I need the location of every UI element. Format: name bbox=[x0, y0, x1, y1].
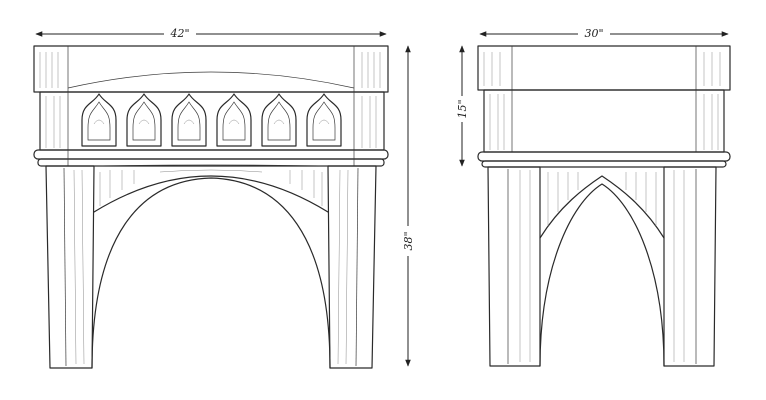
gothic-window-tracery bbox=[93, 119, 105, 125]
gothic-window-tracery bbox=[138, 119, 150, 125]
front-cap-arch bbox=[67, 71, 355, 89]
side-depth-label: 30" bbox=[584, 27, 603, 40]
side-top-cap bbox=[477, 45, 731, 91]
gothic-window-tracery bbox=[318, 119, 330, 125]
front-width-dimension: 42" bbox=[35, 26, 387, 40]
side-crown-molding bbox=[477, 151, 731, 168]
side-spandrel-shading bbox=[547, 172, 657, 226]
side-depth-dimension: 30" bbox=[479, 26, 729, 40]
gothic-window-row bbox=[81, 93, 342, 147]
gothic-window bbox=[261, 93, 297, 147]
gothic-window-tracery bbox=[273, 119, 285, 125]
front-width-label: 42" bbox=[169, 27, 189, 40]
front-view: 42" 38" bbox=[33, 26, 418, 369]
gothic-window-inner bbox=[132, 101, 156, 141]
side-left-leg bbox=[487, 166, 541, 367]
side-hood-body bbox=[483, 89, 725, 153]
side-arch-outer bbox=[539, 175, 665, 239]
gothic-window-inner bbox=[267, 101, 291, 141]
gothic-window bbox=[171, 93, 207, 147]
front-height-dimension: 38" bbox=[398, 45, 418, 367]
side-view: 30" 15" bbox=[452, 26, 731, 367]
front-height-label: 38" bbox=[402, 231, 415, 250]
gothic-window-inner bbox=[312, 101, 336, 141]
gothic-window bbox=[306, 93, 342, 147]
gothic-window bbox=[126, 93, 162, 147]
front-arch-inner bbox=[91, 177, 331, 369]
front-right-leg bbox=[327, 165, 377, 369]
front-left-leg bbox=[45, 165, 95, 369]
front-arch-outer bbox=[93, 175, 329, 213]
gothic-window-inner bbox=[177, 101, 201, 141]
front-top-cap bbox=[33, 45, 389, 93]
front-cap-shading bbox=[39, 52, 381, 88]
side-right-leg bbox=[663, 166, 717, 367]
front-crown-molding bbox=[33, 149, 389, 167]
side-hood-height-label: 15" bbox=[456, 99, 469, 118]
side-arch-inner bbox=[539, 183, 665, 367]
gothic-window-tracery bbox=[228, 119, 240, 125]
front-hood-body bbox=[39, 91, 385, 151]
front-spandrel-shading bbox=[99, 169, 323, 206]
side-hood-height-dimension: 15" bbox=[452, 45, 472, 167]
gothic-window-inner bbox=[87, 101, 111, 141]
gothic-window bbox=[216, 93, 252, 147]
gothic-window bbox=[81, 93, 117, 147]
gothic-window-tracery bbox=[183, 119, 195, 125]
gothic-window-inner bbox=[222, 101, 246, 141]
